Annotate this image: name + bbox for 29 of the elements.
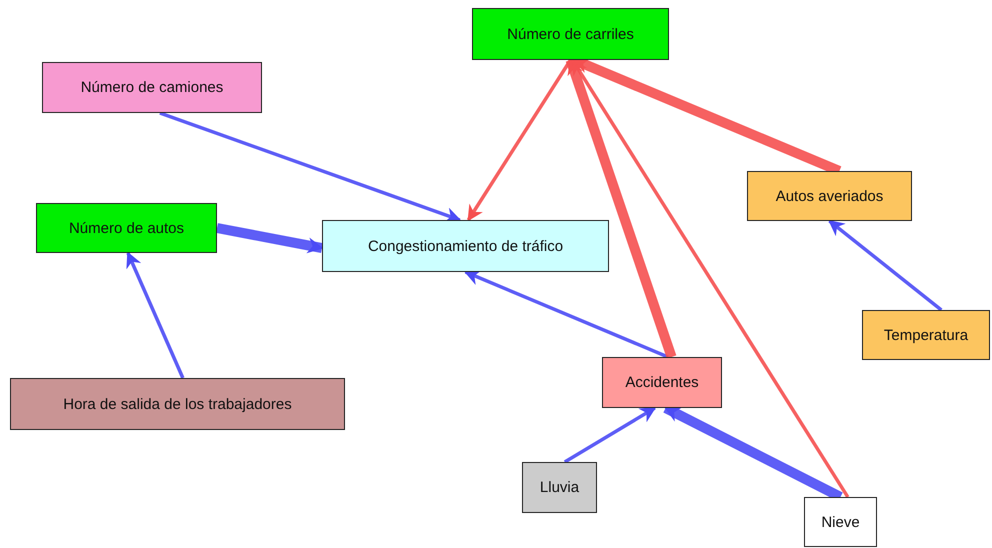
node-label: Número de camiones: [80, 79, 224, 96]
node-label: Autos averiados: [776, 188, 884, 204]
arrow: [216, 223, 324, 254]
node-label: Congestionamiento de tráfico: [368, 238, 564, 254]
variable-box: [862, 310, 990, 360]
arrow: [126, 252, 184, 379]
node-label: Temperatura: [884, 326, 968, 344]
arrow: [466, 59, 572, 222]
node-label: Hora de salida de los trabajadores: [63, 396, 292, 412]
variable-box: [472, 8, 669, 60]
variable-box: [602, 357, 722, 408]
arrow: [570, 58, 850, 498]
variable-box: [42, 62, 262, 113]
node-label: Número de autos: [68, 220, 184, 236]
node-label: Lluvia: [540, 479, 580, 496]
arrow: [159, 111, 462, 223]
arrow: [828, 220, 942, 312]
variable-box: [747, 171, 912, 221]
variable-box: [36, 203, 217, 253]
arrow: [564, 406, 656, 464]
node-label: Accidentes: [625, 374, 699, 391]
node-label: Número de carriles: [507, 26, 634, 42]
variable-box: [522, 462, 597, 513]
variable-box: [322, 220, 609, 272]
variable-box: [10, 378, 345, 430]
arrow: [566, 58, 676, 359]
arrow: [464, 270, 669, 359]
variable-box: [804, 497, 877, 547]
node-label: Nieve: [821, 514, 860, 530]
